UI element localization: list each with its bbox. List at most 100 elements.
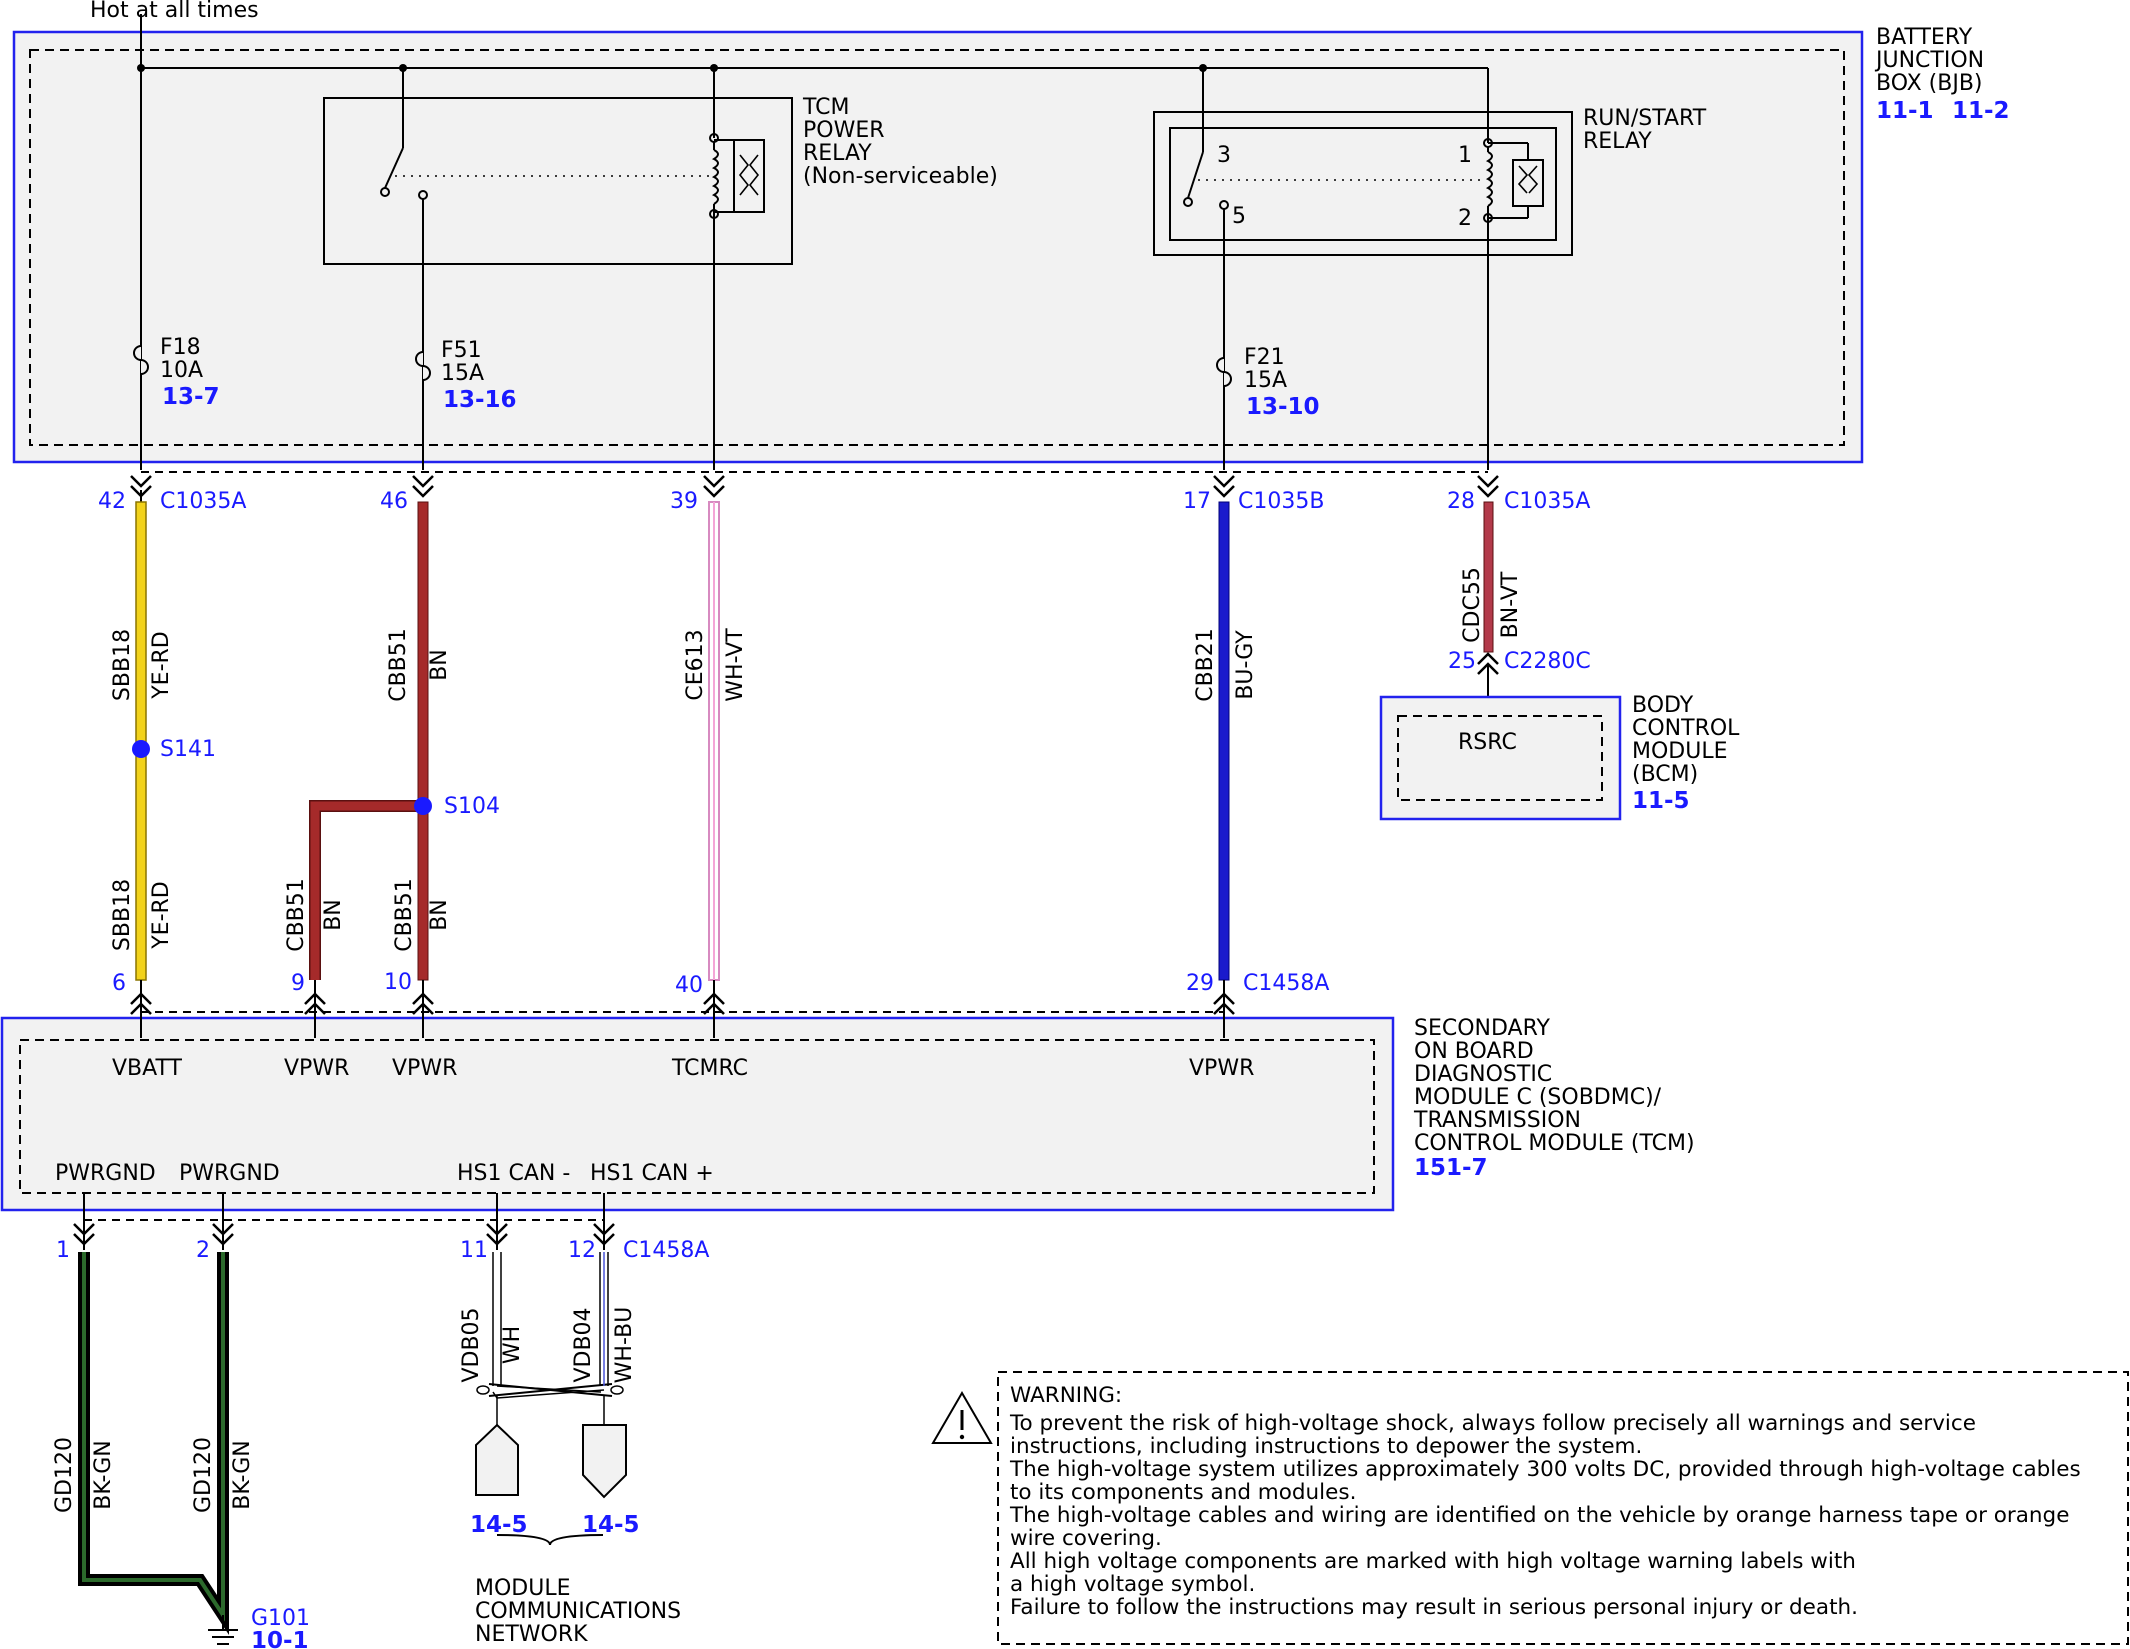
wire-cbb51 (309, 501, 429, 981)
wire-vdb04 (599, 1252, 609, 1425)
module-terminal: PWRGND (55, 1161, 156, 1186)
fuse-f51 (415, 351, 431, 381)
body-control-module (1379, 695, 1622, 821)
connector-id: C1035A (1504, 489, 1590, 514)
tcm-module-name: SECONDARY (1414, 1016, 1550, 1041)
supply-bus (140, 14, 1489, 470)
connector-pin-number: 9 (291, 971, 305, 996)
wire-circuit-id: CBB51 (386, 628, 411, 702)
splice-s104 (414, 797, 432, 815)
wire-color-code: BN (427, 649, 452, 681)
connector-arrows-tcm-out (73, 1223, 615, 1246)
wire-color-code: BK-GN (230, 1440, 255, 1509)
warning-line: Failure to follow the instructions may r… (1010, 1595, 1858, 1620)
network-brace (496, 1534, 604, 1546)
warning-line: The high-voltage system utilizes approxi… (1009, 1457, 2081, 1482)
tcm-output-stubs (83, 1193, 605, 1250)
fuse-name: F51 (441, 338, 482, 363)
warning-line: to its components and modules. (1010, 1480, 1356, 1505)
tcm-module-name: MODULE C (SOBDMC)/ (1414, 1085, 1662, 1110)
module-terminal: HS1 CAN - (457, 1161, 570, 1186)
tcm-relay-name: POWER (803, 118, 885, 143)
fuse-rating: 15A (1244, 368, 1287, 393)
splice-label: S104 (444, 794, 500, 819)
wire-color-code: YE-RD (149, 631, 174, 700)
wire-circuit-id: CE613 (683, 629, 708, 700)
warning-box (997, 1371, 2129, 1645)
wire-color-code: WH-BU (612, 1307, 637, 1384)
tcm-module-name: TRANSMISSION (1413, 1108, 1581, 1133)
connector-id: C2280C (1504, 649, 1591, 674)
fuse-f18 (133, 345, 149, 375)
tcm-module (0, 1016, 1395, 1212)
ground-label: G101 (251, 1606, 310, 1631)
connector-pin-number: 39 (670, 489, 698, 514)
warning-line: a high voltage symbol. (1010, 1572, 1255, 1597)
module-terminal: PWRGND (179, 1161, 280, 1186)
run-start-relay-name: RELAY (1583, 129, 1652, 154)
wire-circuit-id: CBB21 (1193, 628, 1218, 702)
fuse-ref: 13-7 (162, 384, 220, 410)
wire-cbb21 (1218, 501, 1230, 981)
relay-pin: 1 (1458, 143, 1472, 168)
connector-id: C1458A (623, 1238, 709, 1263)
fuse-rating: 10A (160, 358, 203, 383)
connector-arrows-tcm-in (130, 992, 1235, 1015)
fuse-ref: 13-16 (443, 387, 517, 413)
connector-pin-number: 42 (98, 489, 126, 514)
ground-symbol (208, 1615, 238, 1645)
wire-circuit-id: SBB18 (110, 629, 135, 701)
warning-icon (931, 1391, 993, 1444)
fuse-name: F21 (1244, 345, 1285, 370)
wire-ce613 (708, 501, 720, 981)
bcm-name: MODULE (1632, 739, 1728, 764)
warning-line: wire covering. (1010, 1526, 1162, 1551)
run-start-relay-name: RUN/START (1583, 106, 1707, 131)
wire-color-code: BN (321, 899, 346, 931)
run-start-relay (1153, 111, 1573, 470)
connector-pin-number: 1 (56, 1238, 70, 1263)
module-terminal: RSRC (1458, 730, 1517, 755)
bjb-name: BATTERY (1876, 25, 1973, 50)
wire-sbb18 (135, 490, 147, 981)
connector-id: C1458A (1243, 971, 1329, 996)
network-name: NETWORK (475, 1622, 588, 1647)
wire-circuit-id: SBB18 (110, 879, 135, 951)
tcm-relay-name: TCM (802, 95, 850, 120)
tcm-module-name: ON BOARD (1414, 1039, 1534, 1064)
fuse-rating: 15A (441, 361, 484, 386)
connector-pin-number: 6 (112, 971, 126, 996)
bjb-name: BOX (BJB) (1876, 71, 1983, 96)
wire-vdb05 (476, 1252, 624, 1425)
connector-pin-number: 40 (675, 973, 703, 998)
module-terminal: VPWR (1189, 1056, 1254, 1081)
warning-line: All high voltage components are marked w… (1010, 1549, 1856, 1574)
wire-circuit-id: GD120 (52, 1437, 77, 1513)
warning-title: WARNING: (1010, 1383, 1122, 1408)
bcm-ref: 11-5 (1632, 788, 1690, 814)
wire-color-code: WH-VT (723, 628, 748, 702)
module-terminal: VPWR (392, 1056, 457, 1081)
tcm-input-stubs (140, 980, 1225, 1038)
wire-circuit-id: VDB04 (571, 1307, 596, 1382)
bcm-name: (BCM) (1632, 762, 1698, 787)
junction-dot (710, 64, 718, 72)
warning-line: instructions, including instructions to … (1010, 1434, 1642, 1459)
bcm-name: CONTROL (1632, 716, 1740, 741)
tcm-module-name: CONTROL MODULE (TCM) (1414, 1131, 1695, 1156)
relay-pin: 2 (1458, 206, 1472, 231)
connector-pin-number: 25 (1448, 649, 1476, 674)
wire-cdc55 (1483, 501, 1494, 716)
junction-dot (1199, 64, 1207, 72)
tcm-module-ref: 151-7 (1414, 1155, 1488, 1181)
wire-color-code: BN-VT (1498, 571, 1523, 638)
wire-color-code: BK-GN (91, 1440, 116, 1509)
network-name: COMMUNICATIONS (475, 1599, 681, 1624)
wire-color-code: BU-GY (1233, 630, 1258, 700)
fuse-f21 (1216, 357, 1232, 387)
connector-pin-number: 17 (1183, 489, 1211, 514)
network-connectors (475, 1423, 627, 1499)
connector-pin-number: 28 (1447, 489, 1475, 514)
tcm-module-name: DIAGNOSTIC (1414, 1062, 1552, 1087)
